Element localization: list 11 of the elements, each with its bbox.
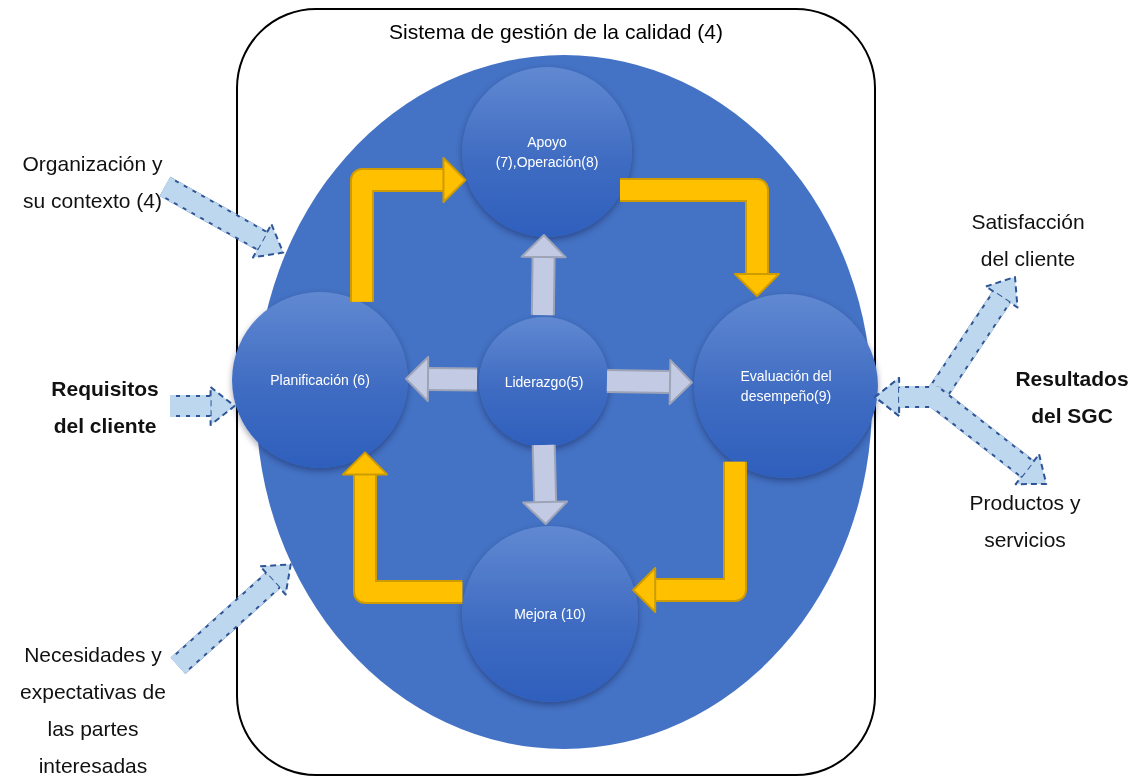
context-label: Satisfacción del cliente [960,203,1096,277]
emphasis-label: Requisitos del cliente [40,370,170,444]
context-label: Productos y servicios [965,484,1085,558]
context-label: Organización y su contexto (4) [20,145,165,256]
process-label: Planificación (6) [270,371,370,390]
process-label: Apoyo (7),Operación(8) [494,133,600,172]
emphasis-label: Resultados del SGC [1005,360,1139,434]
process-label: Liderazgo(5) [504,373,584,392]
process-label: Evaluación del desempeño(9) [739,367,833,406]
context-label: Necesidades y expectativas de las partes interesadas [8,636,178,784]
process-label: Mejora (10) [514,605,586,624]
